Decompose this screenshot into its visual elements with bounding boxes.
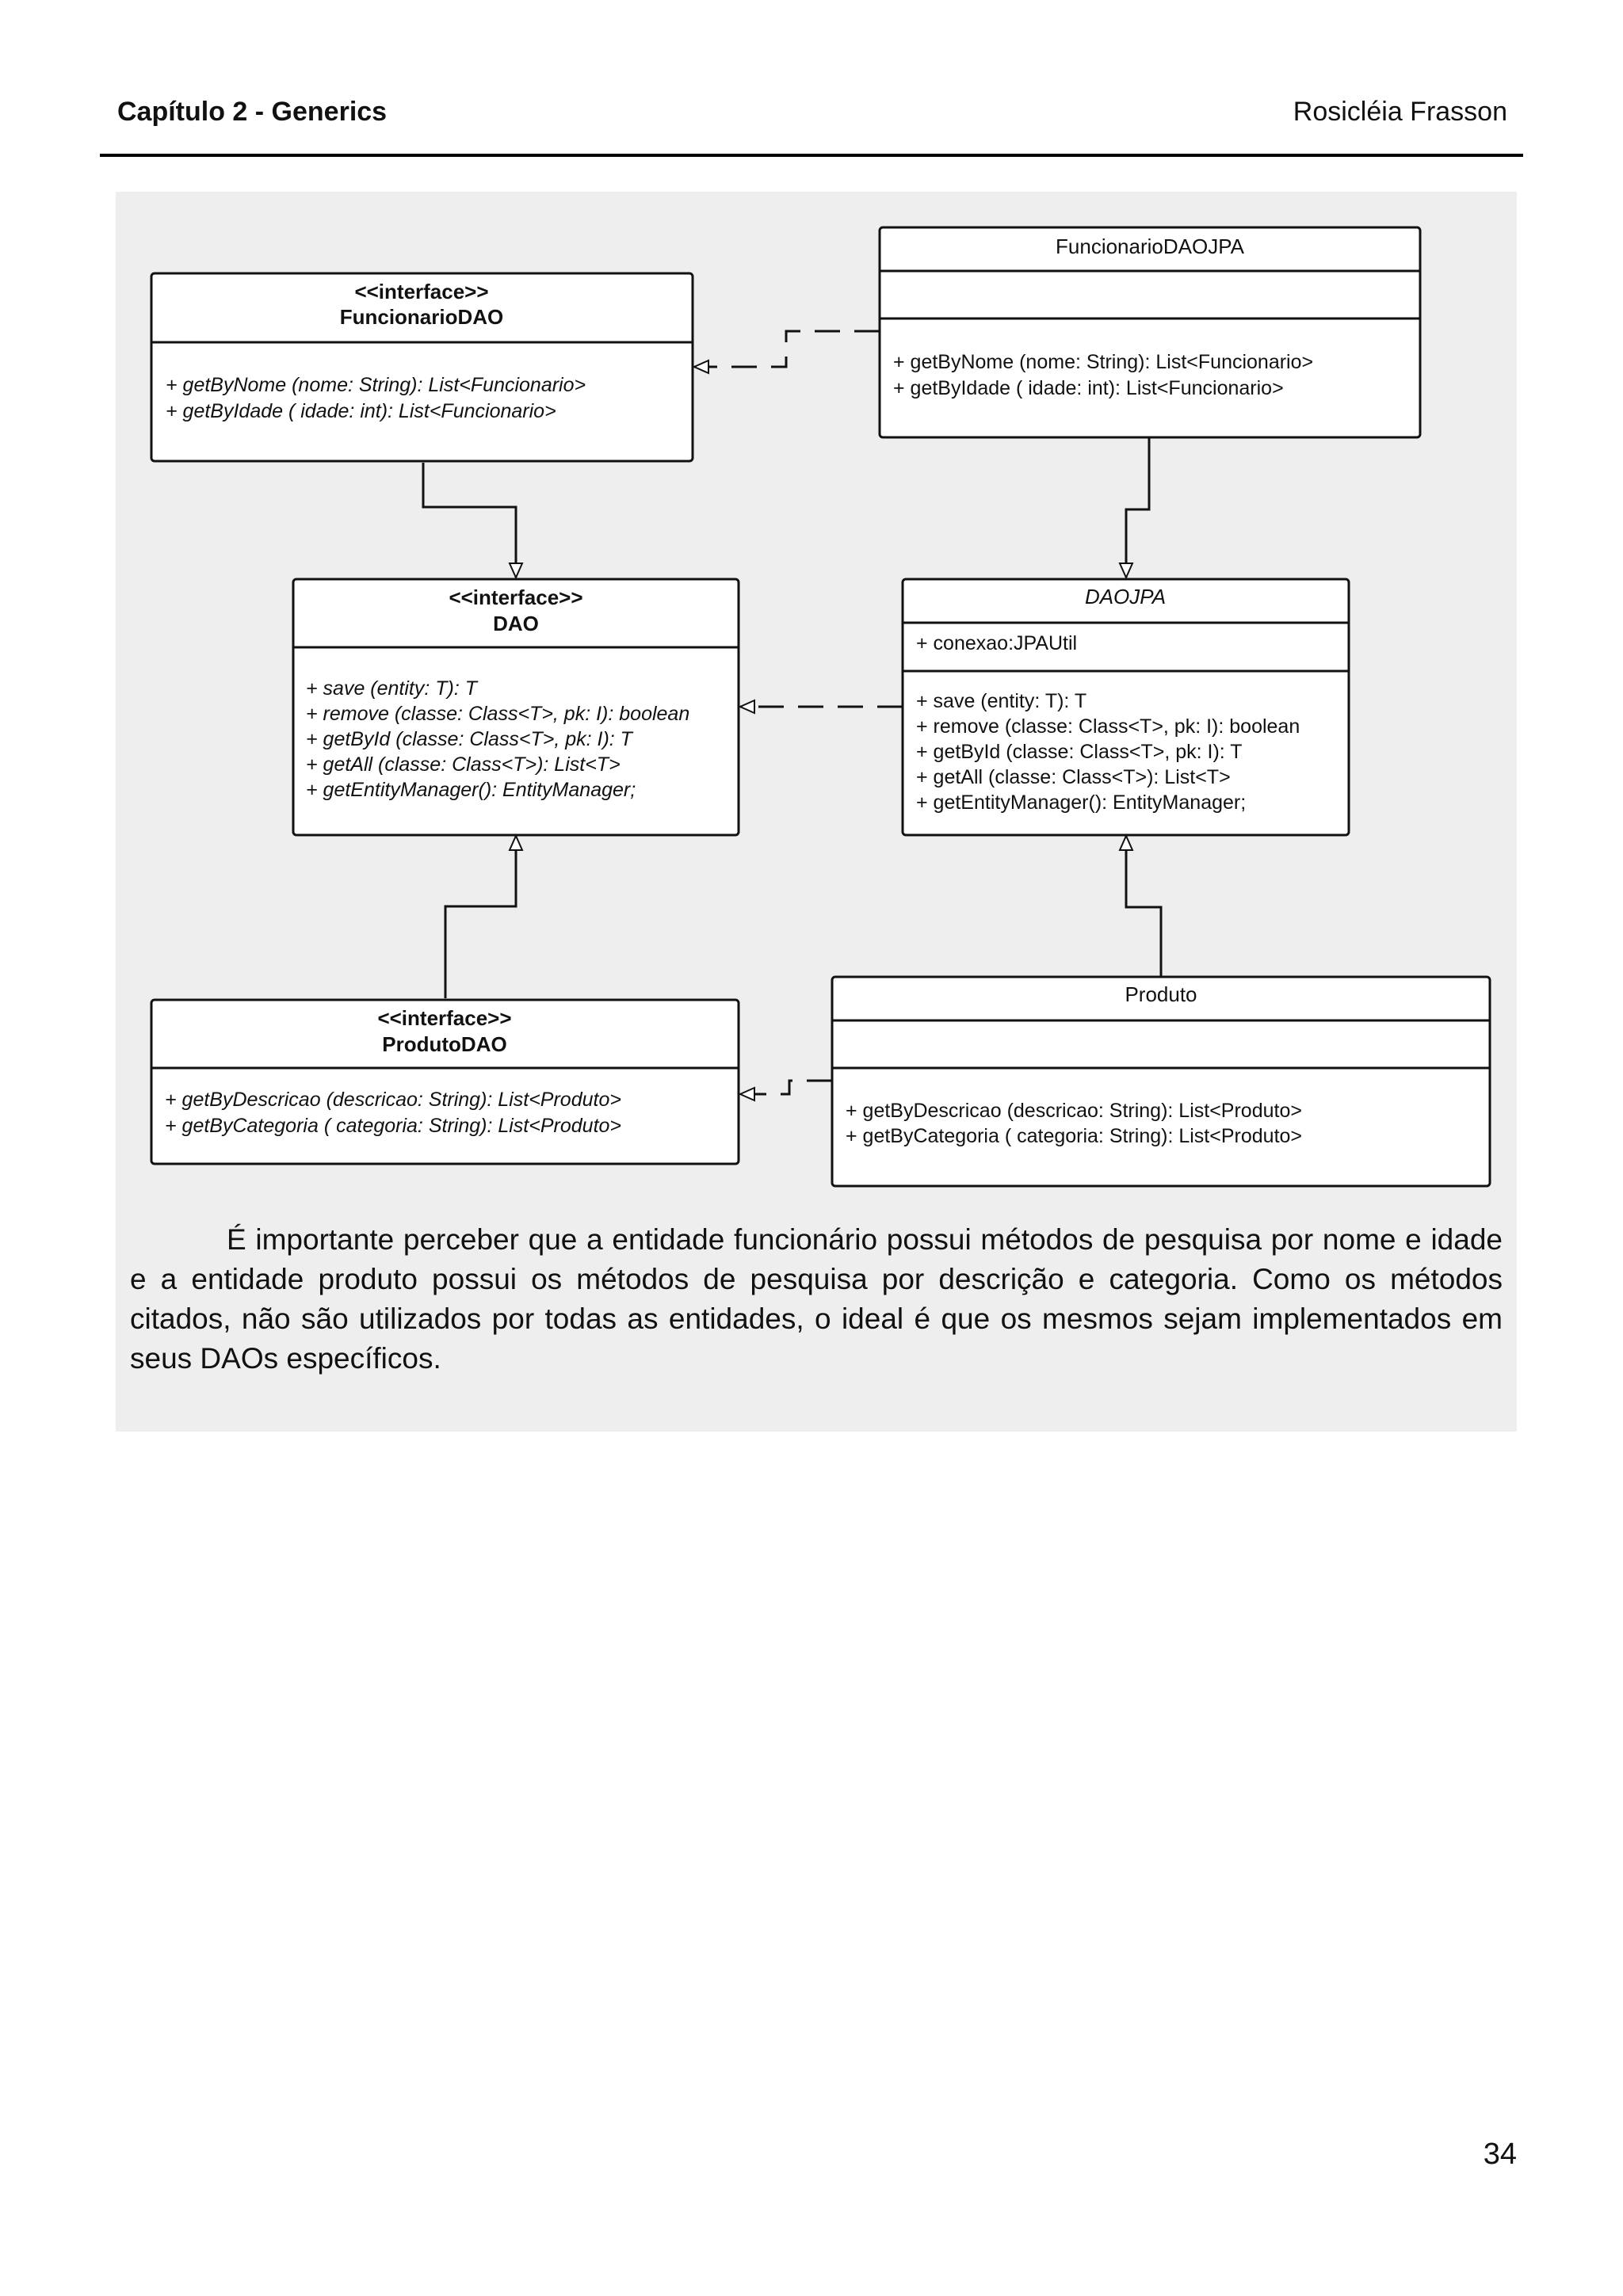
daojpa-method: + getById (classe: Class<T>, pk: I): T: [916, 741, 1243, 763]
generalization-produto-daojpa: [1126, 836, 1163, 976]
produto-method: + getByDescricao (descricao: String): Li…: [846, 1100, 1302, 1122]
produtodao-stereotype: <<interface>>: [377, 1006, 511, 1030]
daojpa-method: + getAll (classe: Class<T>): List<T>: [916, 766, 1231, 788]
dao-method: + remove (classe: Class<T>, pk: I): bool…: [306, 703, 689, 725]
daojpa-method: + save (entity: T): T: [916, 690, 1086, 712]
dao-method: + getAll (classe: Class<T>): List<T>: [306, 753, 621, 776]
generalization-funcionariodao-dao: [422, 463, 516, 578]
generalization-produtodao-dao: [444, 836, 516, 998]
class-produto: Produto + getByDescricao (descricao: Str…: [831, 975, 1491, 1188]
daojpa-name: DAOJPA: [1085, 585, 1166, 608]
funcionariodao-name: FuncionarioDAO: [340, 305, 504, 329]
produto-method: + getByCategoria ( categoria: String): L…: [846, 1125, 1302, 1147]
class-produtodao: <<interface>> ProdutoDAO + getByDescrica…: [150, 998, 740, 1165]
class-daojpa: DAOJPA + conexao:JPAUtil + save (entity:…: [901, 578, 1350, 837]
funcionariodao-method: + getByNome (nome: String): List<Funcion…: [166, 374, 586, 396]
funcionariodaojpa-method: + getByNome (nome: String): List<Funcion…: [893, 351, 1313, 373]
author-name: Rosicléia Frasson: [1293, 97, 1507, 127]
realization-funcionariodaojpa-funcionariodao: [694, 330, 880, 367]
chapter-title: Capítulo 2 - Generics: [117, 97, 388, 127]
generalization-funcionariodaojpa-daojpa: [1126, 437, 1151, 578]
produtodao-name: ProdutoDAO: [382, 1032, 506, 1056]
dao-stereotype: <<interface>>: [449, 585, 582, 609]
funcionariodao-stereotype: <<interface>>: [354, 280, 488, 303]
daojpa-attribute: + conexao:JPAUtil: [916, 632, 1077, 654]
dao-name: DAO: [493, 612, 539, 635]
class-dao: <<interface>> DAO + save (entity: T): T …: [292, 578, 740, 837]
daojpa-method: + remove (classe: Class<T>, pk: I): bool…: [916, 715, 1300, 738]
class-funcionariodaojpa: FuncionarioDAOJPA + getByNome (nome: Str…: [878, 226, 1422, 439]
body-paragraph: É importante perceber que a entidade fun…: [130, 1223, 1503, 1375]
dao-method: + save (entity: T): T: [306, 677, 479, 700]
dao-method: + getById (classe: Class<T>, pk: I): T: [306, 728, 634, 750]
funcionariodaojpa-name: FuncionarioDAOJPA: [1056, 235, 1245, 258]
page-header: Capítulo 2 - Generics Rosicléia Frasson: [100, 0, 1523, 157]
funcionariodao-method: + getByIdade ( idade: int): List<Funcion…: [166, 400, 556, 422]
class-funcionariodao: <<interface>> FuncionarioDAO + getByNome…: [150, 272, 694, 463]
connectors: [422, 330, 1163, 1094]
uml-class-diagram: <<interface>> FuncionarioDAO + getByNome…: [150, 226, 1491, 1188]
produto-name: Produto: [1125, 982, 1197, 1006]
daojpa-method: + getEntityManager(): EntityManager;: [916, 791, 1246, 814]
page-number: 34: [1483, 2138, 1517, 2171]
produtodao-method: + getByCategoria ( categoria: String): L…: [165, 1115, 621, 1137]
realization-produto-produtodao: [740, 1079, 832, 1094]
funcionariodaojpa-method: + getByIdade ( idade: int): List<Funcion…: [893, 377, 1284, 399]
produtodao-method: + getByDescricao (descricao: String): Li…: [165, 1089, 621, 1111]
dao-method: + getEntityManager(): EntityManager;: [306, 779, 636, 801]
